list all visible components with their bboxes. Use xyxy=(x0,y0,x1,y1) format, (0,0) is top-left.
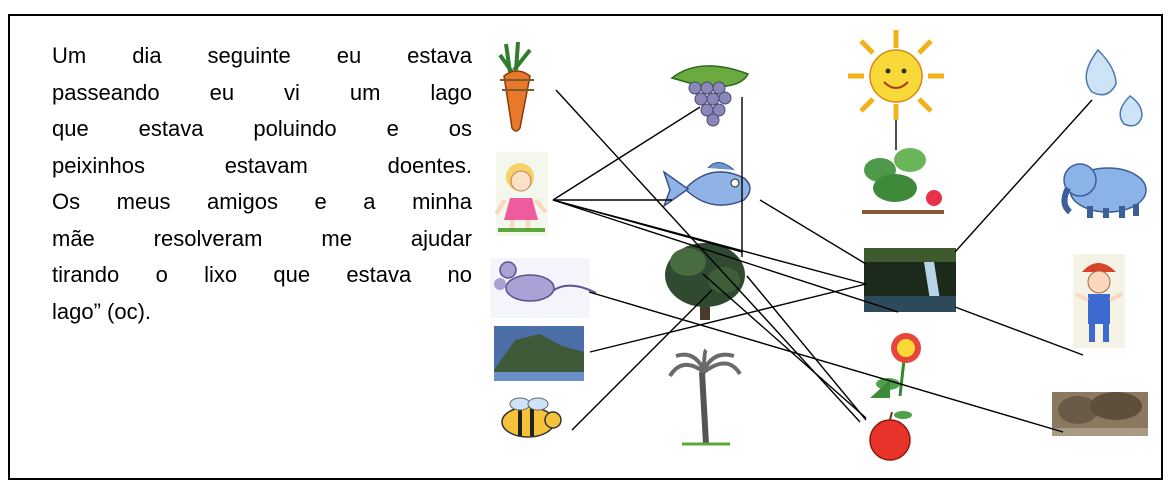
elephant-icon xyxy=(1061,163,1147,218)
story-line: mãe resolveram me ajudar xyxy=(52,225,472,251)
match-line xyxy=(589,283,867,353)
tree-icon xyxy=(665,243,745,320)
water-drops-icon xyxy=(1085,48,1143,127)
girl-icon xyxy=(494,152,548,236)
rocks-image xyxy=(1052,392,1148,436)
match-line xyxy=(702,273,867,419)
flower-icon xyxy=(870,333,921,398)
strawberry-plant-icon xyxy=(862,148,944,214)
sun-icon xyxy=(848,30,944,120)
boy-icon xyxy=(1073,254,1125,348)
match-line xyxy=(759,199,867,265)
match-line xyxy=(552,199,743,253)
hill-landscape-image xyxy=(494,326,584,381)
grapes-icon xyxy=(670,65,750,127)
story-line: lago” (oc). xyxy=(52,298,152,324)
match-line xyxy=(954,306,1084,356)
matching-lines xyxy=(552,89,1093,433)
story-line: passeando eu vi um lago xyxy=(52,79,472,105)
story-line: Os meus amigos e a minha xyxy=(52,189,472,214)
carrot-icon xyxy=(498,41,534,132)
story-paragraph: Um dia seguinte eu estava passeando eu v… xyxy=(52,38,472,330)
worksheet-frame xyxy=(8,14,1163,480)
match-line xyxy=(552,106,701,201)
match-line xyxy=(588,291,1064,433)
story-line: tirando o lixo que estava no xyxy=(52,262,472,287)
story-line: Um dia seguinte eu estava xyxy=(52,43,472,68)
mouse-icon xyxy=(490,258,597,318)
waterfall-image xyxy=(864,248,956,312)
match-line xyxy=(954,99,1093,253)
bee-icon xyxy=(501,397,562,438)
story-line: que estava poluindo e os xyxy=(52,116,472,141)
match-line xyxy=(555,89,861,423)
apple-icon xyxy=(869,411,912,461)
fish-icon xyxy=(662,162,751,209)
story-line: peixinhos estavam doentes. xyxy=(52,152,472,178)
match-line xyxy=(746,275,867,421)
match-line xyxy=(552,199,899,313)
match-line xyxy=(571,289,713,431)
palm-tree-icon xyxy=(668,348,742,446)
